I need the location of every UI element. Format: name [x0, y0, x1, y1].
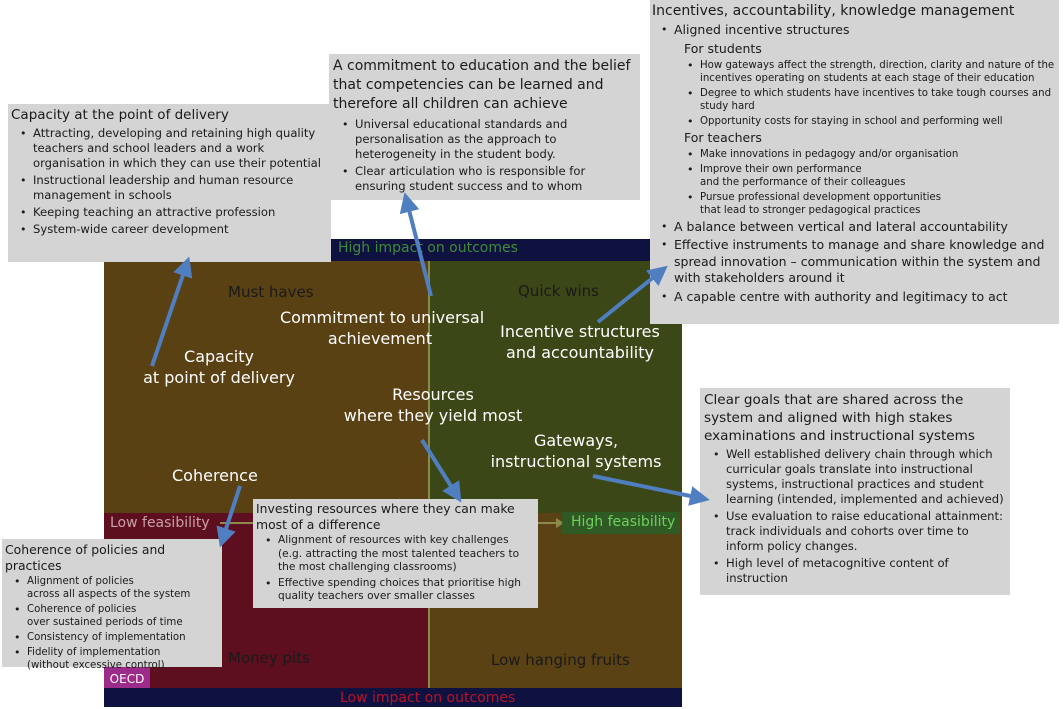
low-impact-band: [104, 688, 682, 707]
incentives-box: Incentives, accountability, knowledge ma…: [650, 0, 1059, 324]
resources-box: Investing resources where they can make …: [253, 499, 538, 608]
high-feasibility-label: High feasibility: [571, 514, 676, 530]
list-item: Alignment of policies across all aspects…: [14, 575, 220, 601]
list-item: A balance between vertical and lateral a…: [661, 219, 1055, 236]
resources-label-line1: Resources: [392, 385, 474, 404]
list-item: Keeping teaching an attractive professio…: [20, 205, 327, 220]
capacity-label-line2: at point of delivery: [143, 368, 295, 387]
vertical-axis-line: [428, 261, 430, 688]
list-item: Consistency of implementation: [14, 631, 220, 644]
incentives-first-list: Aligned incentive structures: [652, 22, 1055, 39]
low-hanging-fruits-label: Low hanging fruits: [491, 651, 630, 669]
coherence-box-list: Alignment of policies across all aspects…: [5, 575, 220, 672]
list-item: Use evaluation to raise educational atta…: [713, 509, 1006, 554]
capacity-label: Capacity at point of delivery: [130, 346, 308, 388]
gateways-label: Gateways, instructional systems: [484, 430, 668, 472]
teachers-list: Make innovations in pedagogy and/or orga…: [652, 148, 1055, 217]
resources-box-title: Investing resources where they can make …: [256, 501, 515, 532]
goals-box-title: Clear goals that are shared across the s…: [704, 392, 975, 444]
list-item: High level of metacognitive content of i…: [713, 556, 1006, 586]
list-item: Well established delivery chain through …: [713, 447, 1006, 507]
incentive-label: Incentive structures and accountability: [490, 321, 670, 363]
resources-label: Resources where they yield most: [335, 384, 531, 426]
resources-box-list: Alignment of resources with key challeng…: [256, 534, 535, 604]
incentive-label-line2: and accountability: [506, 343, 654, 362]
list-item: Opportunity costs for staying in school …: [687, 115, 1055, 128]
capacity-box-list: Attracting, developing and retaining hig…: [11, 126, 327, 237]
list-item: How gateways affect the strength, direct…: [687, 59, 1055, 85]
must-haves-label: Must haves: [228, 283, 314, 301]
coherence-box: Coherence of policies and practices Alig…: [2, 539, 222, 671]
gateways-label-line1: Gateways,: [533, 431, 619, 450]
list-item: Instructional leadership and human resou…: [20, 173, 327, 203]
capacity-label-line1: Capacity: [184, 347, 254, 366]
capacity-box-title: Capacity at the point of delivery: [11, 107, 229, 123]
incentive-label-line1: Incentive structures: [500, 322, 660, 341]
list-item: Degree to which students have incentives…: [687, 87, 1055, 113]
list-item: Fidelity of implementation (without exce…: [14, 646, 220, 672]
list-item: Make innovations in pedagogy and/or orga…: [687, 148, 1055, 161]
list-item: Alignment of resources with key challeng…: [265, 534, 535, 575]
arrow-capacity: [150, 256, 193, 367]
list-item: Pursue professional development opportun…: [687, 191, 1055, 217]
commitment-label-line2: achievement: [327, 329, 433, 348]
money-pits-label: Money pits: [228, 649, 310, 667]
high-feasibility-band: [562, 512, 680, 534]
list-item: Clear articulation who is responsible fo…: [342, 164, 636, 194]
quadrant-must-haves: [104, 261, 429, 513]
arrow-incentive: [596, 265, 668, 324]
list-item: Aligned incentive structures: [661, 22, 1055, 39]
list-item: A capable centre with authority and legi…: [661, 289, 1055, 306]
goals-box-list: Well established delivery chain through …: [704, 447, 1006, 586]
for-teachers-heading: For teachers: [684, 129, 762, 145]
capacity-box: Capacity at the point of delivery Attrac…: [8, 104, 331, 262]
commitment-label-line1: Commitment to universal: [280, 308, 485, 327]
high-impact-band: [322, 239, 682, 261]
gateways-label-line2: instructional systems: [490, 452, 662, 471]
commitment-box: A commitment to education and the belief…: [329, 54, 640, 200]
arrow-commitment: [399, 192, 433, 297]
coherence-label: Coherence: [172, 466, 258, 485]
list-item: Universal educational standards and pers…: [342, 117, 636, 162]
commitment-box-title: A commitment to education and the belief…: [333, 58, 631, 112]
low-feasibility-band: [104, 513, 220, 535]
list-item: Effective spending choices that prioriti…: [265, 577, 535, 604]
goals-box: Clear goals that are shared across the s…: [700, 388, 1010, 595]
arrow-coherence: [216, 485, 242, 548]
oecd-logo-text: OECD: [109, 672, 145, 686]
list-item: System-wide career development: [20, 222, 327, 237]
low-feasibility-label: Low feasibility: [110, 515, 210, 531]
arrow-gateways: [592, 474, 710, 506]
for-students-heading: For students: [684, 40, 762, 56]
resources-label-line2: where they yield most: [343, 406, 523, 425]
commitment-label: Commitment to universal achievement: [280, 307, 485, 349]
quadrant-quick-wins: [429, 261, 682, 513]
axis-arrowhead: [556, 518, 564, 528]
high-impact-label: High impact on outcomes: [338, 240, 518, 256]
commitment-box-list: Universal educational standards and pers…: [333, 117, 636, 194]
list-item: Coherence of policies over sustained per…: [14, 603, 220, 629]
list-item: Attracting, developing and retaining hig…: [20, 126, 327, 171]
list-item: Effective instruments to manage and shar…: [661, 237, 1055, 287]
quick-wins-label: Quick wins: [518, 282, 599, 300]
arrow-resources: [420, 438, 462, 503]
low-impact-label: Low impact on outcomes: [340, 690, 516, 706]
coherence-box-title: Coherence of policies and practices: [5, 542, 166, 573]
incentives-box-title: Incentives, accountability, knowledge ma…: [652, 3, 1015, 19]
incentives-rest-list: A balance between vertical and lateral a…: [652, 219, 1055, 306]
students-list: How gateways affect the strength, direct…: [652, 59, 1055, 128]
list-item: Improve their own performance and the pe…: [687, 163, 1055, 189]
